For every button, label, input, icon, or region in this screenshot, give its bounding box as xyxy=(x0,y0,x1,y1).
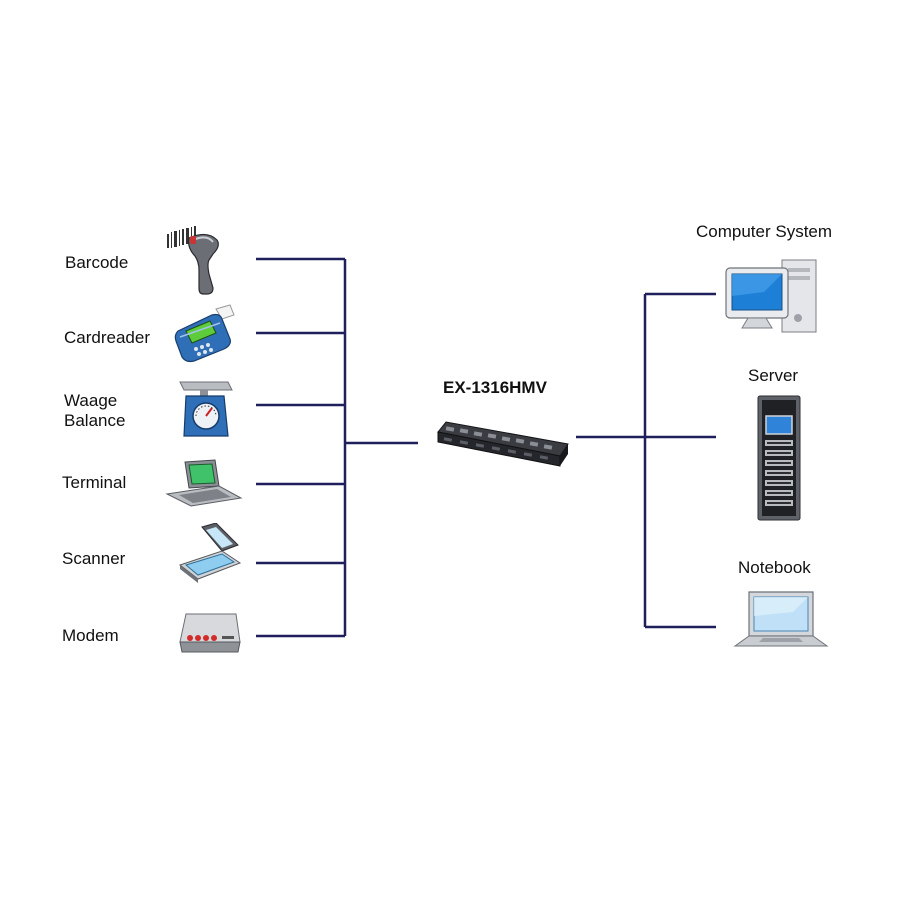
modem-icon xyxy=(179,613,241,653)
label-barcode: Barcode xyxy=(65,253,129,272)
label-computer-system: Computer System xyxy=(696,222,833,241)
label-modem: Modem xyxy=(62,626,119,645)
terminal-icon xyxy=(165,459,243,507)
desktop-computer-icon xyxy=(725,259,817,333)
serial-hub-icon xyxy=(437,421,569,467)
label-scale: Waage Balance xyxy=(64,391,126,430)
label-cardreader: Cardreader xyxy=(64,328,150,347)
flatbed-scanner-icon xyxy=(178,523,242,583)
hub-label: EX-1316HMV xyxy=(443,378,547,397)
label-scanner: Scanner xyxy=(62,549,126,568)
label-terminal: Terminal xyxy=(62,473,127,492)
barcode-scanner-icon xyxy=(167,226,219,295)
label-server: Server xyxy=(748,366,799,385)
server-rack-icon xyxy=(757,395,801,521)
label-notebook: Notebook xyxy=(738,558,811,577)
card-reader-icon xyxy=(174,304,235,363)
scale-icon xyxy=(179,381,233,437)
notebook-icon xyxy=(733,591,829,647)
